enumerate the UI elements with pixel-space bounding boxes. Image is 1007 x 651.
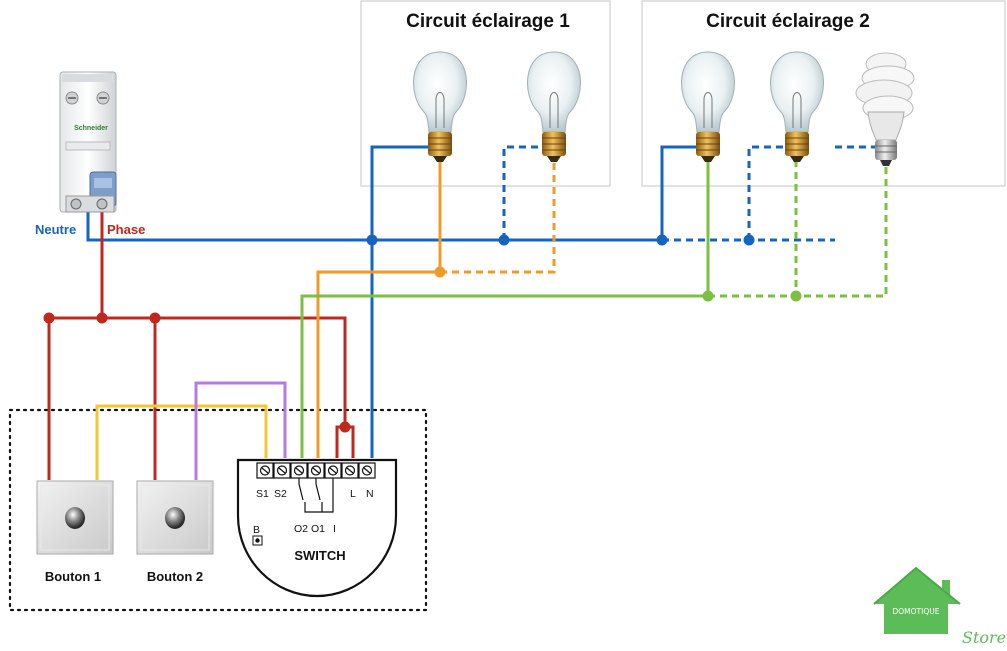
breaker-brand: Schneider <box>74 125 108 132</box>
circuit-2-wires <box>300 160 888 458</box>
junction-dot <box>43 312 55 324</box>
junction-dot <box>498 234 510 246</box>
wires <box>47 145 888 480</box>
button-2-label: Bouton 2 <box>147 569 203 584</box>
relay-schematic <box>298 478 334 513</box>
push-button-1 <box>36 480 114 555</box>
circuit-1-wires <box>316 160 556 458</box>
incandescent-bulb-icon <box>770 51 824 162</box>
terminal-label-s1: S1 <box>256 488 269 500</box>
incandescent-bulb-icon <box>681 51 735 162</box>
domotique-store-logo: DOMOTIQUE Store <box>873 566 1006 647</box>
button-knob-icon <box>165 507 185 529</box>
energy-saving-bulb-icon <box>855 52 915 166</box>
incandescent-bulb-icon <box>527 51 581 162</box>
junction-dot <box>366 234 378 246</box>
junction-dot <box>656 234 668 246</box>
junction-dot <box>339 421 351 433</box>
s1-wire <box>95 404 268 480</box>
push-button-2 <box>136 480 214 555</box>
junction-dot <box>434 266 446 278</box>
module-title: SWITCH <box>294 548 345 563</box>
junction-dot <box>149 312 161 324</box>
neutral-wires <box>86 145 880 458</box>
junction-dot <box>702 290 714 302</box>
terminal-label-n: N <box>366 488 374 500</box>
output-label-o1: O1 <box>311 523 325 535</box>
s2-wire <box>194 381 287 480</box>
logo-top-text: DOMOTIQUE <box>893 607 940 616</box>
phase-label: Phase <box>107 222 145 237</box>
incandescent-bulb-icon <box>413 51 467 162</box>
terminal-label-s2: S2 <box>274 488 287 500</box>
terminal-screws <box>256 462 376 479</box>
terminal-label-l: L <box>350 488 356 500</box>
button-knob-icon <box>65 507 85 529</box>
junctions <box>43 234 802 433</box>
b-button-label: B <box>253 524 260 536</box>
output-label-o2: O2 <box>294 523 308 535</box>
circuit-1-title: Circuit éclairage 1 <box>406 11 570 32</box>
circuit-breaker-icon: Schneider <box>59 71 117 213</box>
junction-dot <box>96 312 108 324</box>
circuit-2-title: Circuit éclairage 2 <box>706 11 870 32</box>
junction-dot <box>743 234 755 246</box>
logo-bottom-text: Store <box>962 628 1006 647</box>
phase-wires <box>47 205 355 480</box>
junction-dot <box>790 290 802 302</box>
button-1-label: Bouton 1 <box>45 569 101 584</box>
switch-module: S1 S2 L N O2 O1 I B SWITCH <box>236 458 398 598</box>
output-label-i: I <box>333 523 336 535</box>
neutral-label: Neutre <box>35 222 76 237</box>
